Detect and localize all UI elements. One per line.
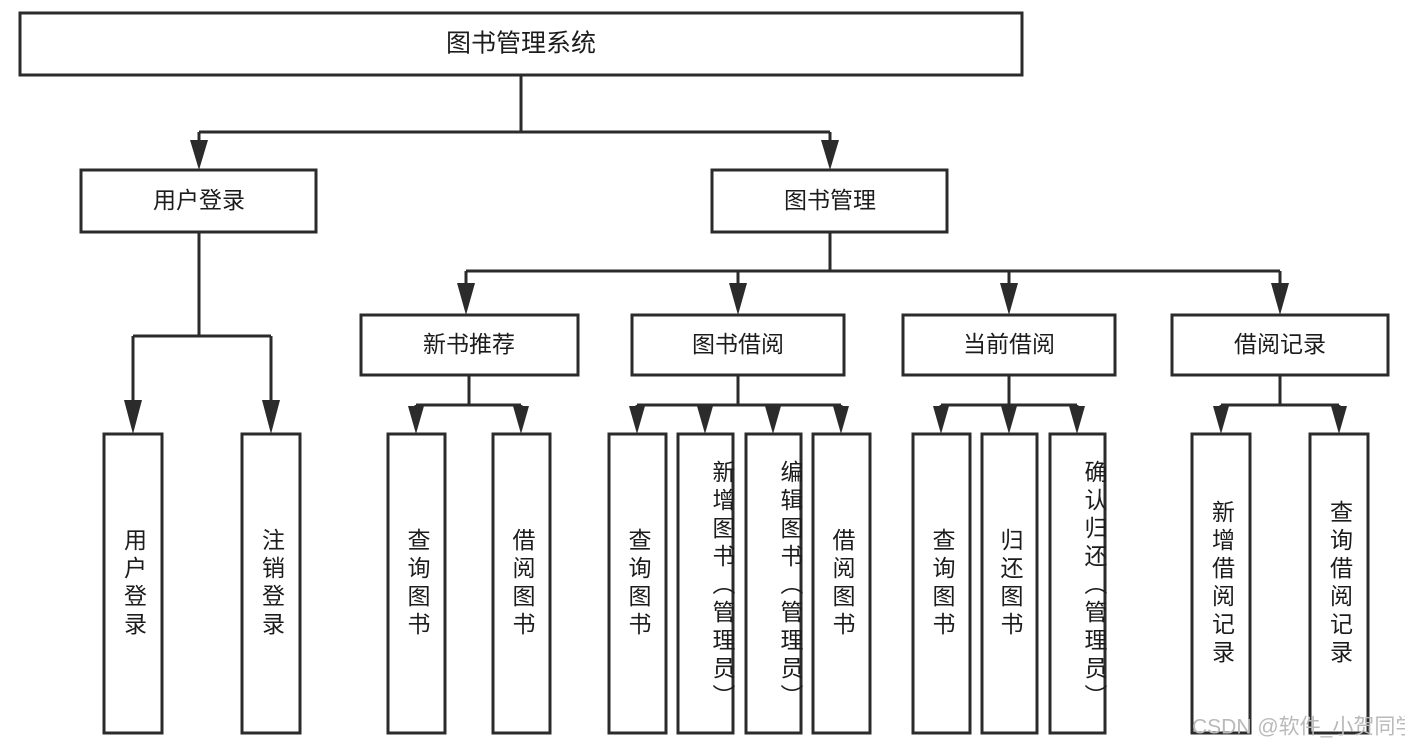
arrow-leaf-edit-book <box>765 406 781 434</box>
arrow-leaf-logout-login <box>262 400 280 434</box>
node-leaf-query-book-3[interactable] <box>911 432 972 735</box>
node-leaf-borrow-book-1[interactable] <box>491 432 552 735</box>
arrow-to-current-borrow <box>1000 283 1018 315</box>
arrow-to-borrow-record <box>1271 283 1289 315</box>
leaf-add-book-box[interactable] <box>676 432 735 735</box>
new-book-recommend-box[interactable] <box>359 313 580 377</box>
book-borrow-box[interactable] <box>630 313 846 377</box>
arrow-to-new-book-recommend <box>457 283 475 315</box>
arrow-leaf-query-record <box>1331 406 1347 434</box>
book-management-label: 图书管理 <box>784 187 876 213</box>
node-leaf-logout-login[interactable] <box>240 432 302 735</box>
arrow-leaf-query-book-1 <box>408 406 424 434</box>
leaf-query-book-3-box[interactable] <box>911 432 972 735</box>
node-new-book-recommend[interactable]: 新书推荐 <box>359 313 580 377</box>
arrow-leaf-confirm-return <box>1069 406 1085 434</box>
node-leaf-edit-book[interactable] <box>744 432 803 735</box>
arrow-leaf-query-book-3 <box>933 406 949 434</box>
arrow-to-book-borrow <box>729 283 747 315</box>
user-login-box[interactable] <box>79 168 318 234</box>
arrow-leaf-query-book-2 <box>629 406 645 434</box>
current-borrow-box[interactable] <box>901 313 1117 377</box>
leaf-confirm-return-box[interactable] <box>1048 432 1107 735</box>
node-leaf-add-book[interactable] <box>676 432 735 735</box>
current-borrow-label: 当前借阅 <box>963 331 1055 357</box>
node-user-login[interactable]: 用户登录 <box>79 168 318 234</box>
arrow-leaf-add-book <box>697 406 713 434</box>
arrow-leaf-return-book <box>1001 406 1017 434</box>
arrow-to-user-login <box>190 140 208 170</box>
root-box[interactable] <box>18 11 1024 77</box>
borrow-record-label: 借阅记录 <box>1234 331 1326 357</box>
node-leaf-add-record[interactable] <box>1190 432 1252 735</box>
arrow-leaf-borrow-book-1 <box>513 406 529 434</box>
arrow-leaf-borrow-book-2 <box>833 406 849 434</box>
leaf-return-book-box[interactable] <box>980 432 1039 735</box>
user-login-label: 用户登录 <box>153 187 245 213</box>
arrow-to-book-management <box>821 140 839 170</box>
leaf-logout-login-box[interactable] <box>240 432 302 735</box>
leaf-add-record-box[interactable] <box>1190 432 1252 735</box>
node-leaf-confirm-return[interactable] <box>1048 432 1107 735</box>
leaf-borrow-book-2-box[interactable] <box>811 432 872 735</box>
book-management-box[interactable] <box>710 168 949 234</box>
leaf-borrow-book-1-box[interactable] <box>491 432 552 735</box>
node-borrow-record[interactable]: 借阅记录 <box>1170 313 1390 377</box>
leaf-edit-book-box[interactable] <box>744 432 803 735</box>
watermark-label: CSDN @软件_小贺同学 <box>1192 716 1405 739</box>
node-leaf-query-record[interactable] <box>1308 432 1370 735</box>
leaf-user-login-box[interactable] <box>102 432 164 735</box>
node-root[interactable]: 图书管理系统 <box>18 11 1024 77</box>
node-leaf-return-book[interactable] <box>980 432 1039 735</box>
arrow-leaf-add-record <box>1213 406 1229 434</box>
node-leaf-query-book-2[interactable] <box>607 432 668 735</box>
node-leaf-query-book-1[interactable] <box>386 432 447 735</box>
node-leaf-borrow-book-2[interactable] <box>811 432 872 735</box>
book-borrow-label: 图书借阅 <box>692 331 784 357</box>
borrow-record-box[interactable] <box>1170 313 1390 377</box>
node-current-borrow[interactable]: 当前借阅 <box>901 313 1117 377</box>
node-book-management[interactable]: 图书管理 <box>710 168 949 234</box>
leaf-query-book-2-box[interactable] <box>607 432 668 735</box>
leaf-query-book-1-box[interactable] <box>386 432 447 735</box>
root-label: 图书管理系统 <box>446 30 596 58</box>
arrow-leaf-user-login <box>124 400 142 434</box>
node-leaf-user-login[interactable] <box>102 432 164 735</box>
new-book-recommend-label: 新书推荐 <box>423 331 515 357</box>
leaf-query-record-box[interactable] <box>1308 432 1370 735</box>
connector-layer <box>124 75 1347 434</box>
node-book-borrow[interactable]: 图书借阅 <box>630 313 846 377</box>
